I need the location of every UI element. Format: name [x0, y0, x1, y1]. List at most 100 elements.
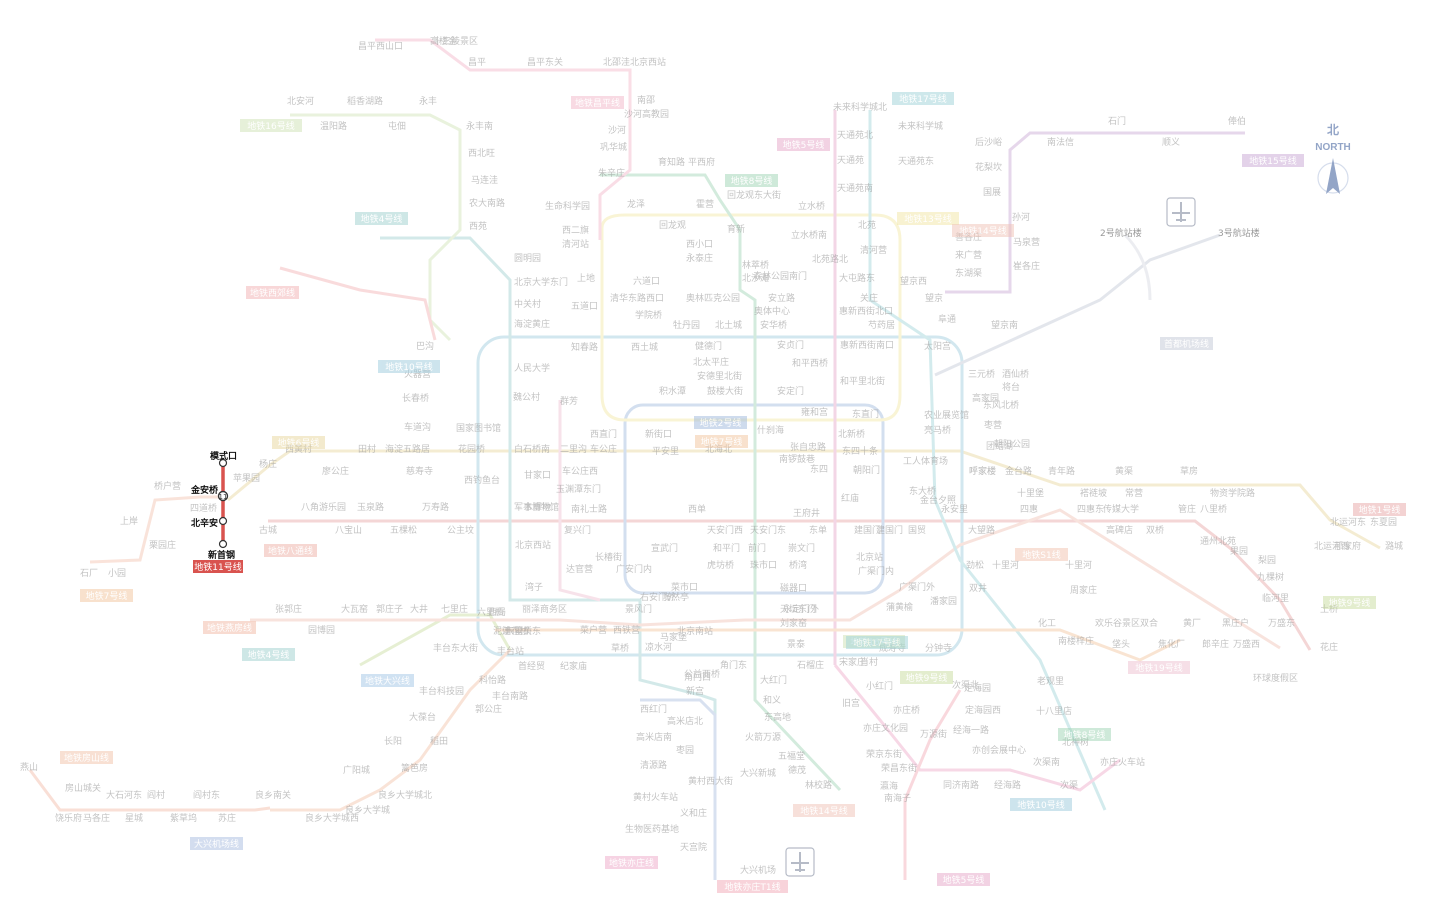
station-label[interactable]: 金台夕照 [920, 494, 956, 506]
station-label[interactable]: 枣园 [676, 745, 694, 756]
station-label[interactable]: 中关村 [514, 298, 541, 310]
station-label[interactable]: 北苑 [858, 219, 876, 231]
station-label[interactable]: 育新 [727, 223, 745, 235]
station-label[interactable]: 国贸 [908, 524, 926, 536]
station-label[interactable]: 石榴庄 [797, 659, 824, 671]
station-label[interactable]: 森林公园南门 [753, 270, 807, 282]
line-11-tag[interactable] [193, 560, 243, 573]
line-tag-yizhuang[interactable]: 地铁亦庄线 [605, 856, 658, 869]
station-label[interactable]: 和义 [763, 695, 781, 706]
station-label[interactable]: 鼓楼大街 [707, 385, 743, 397]
station-label[interactable]: 积水潭 [659, 385, 686, 397]
station-label[interactable]: 东高地 [764, 711, 791, 723]
line-tag-changping[interactable]: 地铁昌平线 [571, 96, 624, 109]
station-label[interactable]: 大瓦窑 [341, 603, 368, 615]
station-label[interactable]: 关庄 [860, 292, 878, 304]
station-label[interactable]: 桥湾 [789, 559, 807, 571]
station-label[interactable]: 学院桥 [635, 309, 662, 321]
station-label[interactable]: 北京南站 [677, 625, 713, 637]
station-label[interactable]: 四惠 [1020, 503, 1038, 515]
station-label[interactable]: 上地 [577, 272, 595, 284]
station-label[interactable]: 通州北苑 [1200, 535, 1236, 547]
station-label[interactable]: 前门 [748, 542, 766, 554]
station-label[interactable]: 东单 [809, 524, 827, 536]
station-label[interactable]: 首经贸 [518, 660, 545, 672]
station-label[interactable]: 知春路 [571, 341, 598, 353]
station-label[interactable]: 北新桥 [838, 428, 865, 440]
station-label[interactable]: 郭公庄 [475, 703, 502, 715]
station-label[interactable]: 安德里北街 [697, 370, 742, 382]
station-label[interactable]: 回龙观东大街 [727, 189, 781, 201]
line-tag-line9b[interactable]: 地铁9号线 [900, 671, 953, 684]
station-label[interactable]: 万盛西 [1233, 638, 1260, 650]
station-label[interactable]: 西局 [488, 607, 506, 618]
line-tag-line14b[interactable]: 地铁14号线 [793, 804, 855, 817]
station-label-beixinan[interactable]: 北辛安 [191, 517, 218, 529]
station-label[interactable]: 五福堂 [778, 750, 805, 762]
station-label[interactable]: 天安门西 [707, 524, 743, 536]
station-label[interactable]: 八里桥 [1200, 503, 1227, 515]
station-label[interactable]: 清源路 [640, 759, 667, 771]
station-label[interactable]: 车道沟 [404, 421, 431, 433]
station-label[interactable]: 高米店北 [667, 715, 703, 727]
station-label[interactable]: 未来科学城 [898, 120, 943, 132]
station-label[interactable]: 石门 [1108, 115, 1126, 127]
station-label[interactable]: 群芳 [560, 395, 578, 407]
station-label[interactable]: 顺义 [1162, 137, 1180, 148]
station-label[interactable]: 北京站 [856, 551, 883, 563]
station-label[interactable]: 西苑 [469, 220, 487, 232]
station-label[interactable]: 新宫 [686, 685, 704, 697]
station-label[interactable]: 海淀黄庄 [514, 318, 550, 330]
station-label[interactable]: 周家庄 [1070, 584, 1097, 596]
station-label[interactable]: 生命科学园 [545, 200, 590, 212]
line-tag-line19[interactable]: 地铁19号线 [1128, 661, 1190, 674]
station-label[interactable]: 安定门 [777, 385, 804, 397]
station-label[interactable]: 雍和宫 [801, 406, 828, 418]
station-label[interactable]: 郎辛庄 [1202, 638, 1229, 650]
station-label[interactable]: 房山城关 [65, 782, 101, 794]
station-label[interactable]: 垡头 [1112, 638, 1130, 650]
station-label[interactable]: 永安里 [941, 503, 968, 515]
line-tag-fangshan[interactable]: 地铁房山线 [60, 751, 113, 764]
station-label[interactable]: 南锣鼓巷 [779, 453, 815, 465]
station-label[interactable]: 九棵树 [1257, 571, 1284, 583]
station-label[interactable]: 安贞门 [777, 339, 804, 351]
station-label[interactable]: 呼家楼 [969, 465, 996, 477]
station-label[interactable]: 惠新西街南口 [840, 339, 894, 351]
station-label[interactable]: 呼家楼 [969, 465, 996, 477]
line-tag-line6[interactable]: 地铁6号线 [272, 436, 325, 449]
line-tag-daxing_airport[interactable]: 大兴机场线 [190, 837, 243, 850]
station-label[interactable]: 篱笆房 [401, 762, 428, 774]
station-label[interactable]: 平西府 [688, 156, 715, 168]
line-tag-line14[interactable]: 地铁14号线 [952, 224, 1014, 237]
station-label[interactable]: 高米店南 [636, 731, 672, 743]
station-label[interactable]: 经海一路 [953, 724, 989, 736]
station-label[interactable]: 双井 [969, 582, 987, 594]
station-label[interactable]: 欢乐谷景区 [1095, 617, 1140, 629]
station-label[interactable]: 公主坟 [447, 524, 474, 536]
station-label[interactable]: 六里桥东 [505, 625, 541, 637]
station-label[interactable]: 工人体育场 [903, 455, 948, 467]
line-tag-yizhuang_t1[interactable]: 地铁亦庄T1线 [717, 880, 788, 893]
station-label[interactable]: 芍药居 [868, 319, 895, 331]
line-tag-line10b[interactable]: 地铁10号线 [1010, 798, 1072, 811]
station-label[interactable]: 白石桥南 [514, 443, 550, 455]
station-label[interactable]: 菜户营 [580, 624, 607, 636]
station-label-xinshougang[interactable]: 新首钢 [208, 549, 235, 561]
station-label[interactable]: 阎村东 [193, 789, 220, 801]
line-tag-line15[interactable]: 地铁15号线 [1242, 154, 1304, 167]
line-tag-line16[interactable]: 地铁16号线 [240, 119, 302, 132]
station-label[interactable]: 义和庄 [680, 807, 707, 819]
station-label[interactable]: 泥洼 [493, 625, 511, 637]
station-label[interactable]: 草桥 [611, 642, 629, 654]
station-label[interactable]: 农业展览馆 [924, 409, 969, 421]
line-tag-s1[interactable]: 地铁S1线 [1015, 548, 1068, 561]
station-label[interactable]: 沙河 [608, 124, 626, 136]
station-label[interactable]: 俸伯 [1228, 115, 1246, 127]
station-label[interactable]: 望京南 [991, 319, 1018, 331]
station-label-moshikou[interactable]: 模式口 [210, 450, 237, 462]
station-label[interactable]: 甘家口 [524, 469, 551, 481]
station-label[interactable]: 褡裢坡 [1080, 487, 1107, 499]
station-label[interactable]: 莲花桥 [502, 625, 529, 637]
station-label[interactable]: 角门东 [720, 659, 747, 671]
